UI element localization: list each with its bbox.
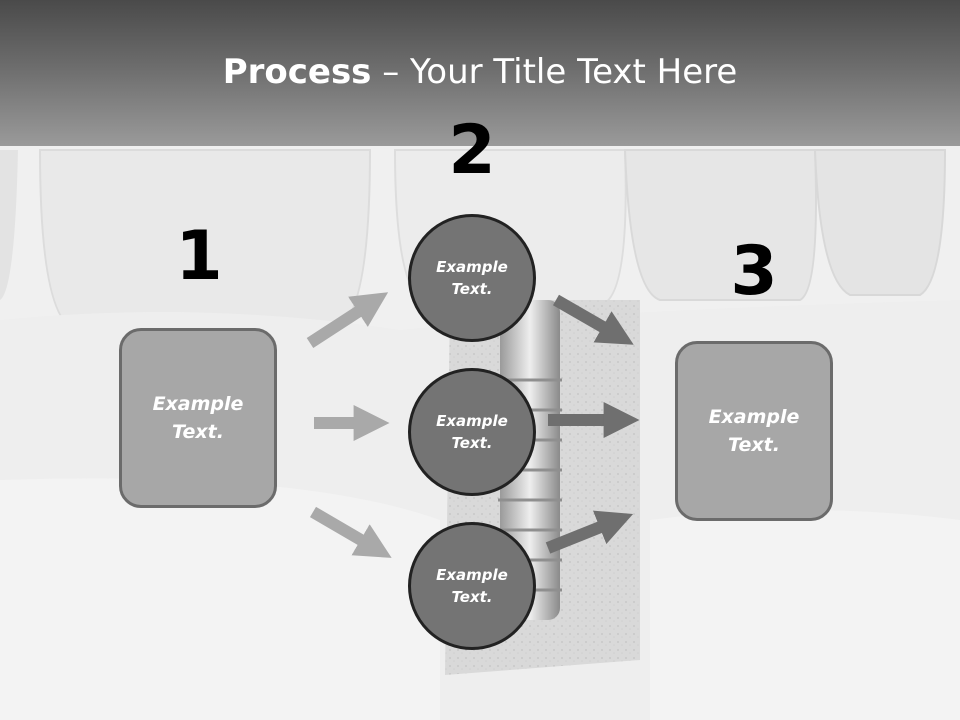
slide-title: Process – Your Title Text Here	[0, 52, 960, 92]
arrow-1-to-top	[306, 292, 389, 349]
title-banner: Process – Your Title Text Here	[0, 0, 960, 146]
step-2-circle-top: Example Text.	[408, 214, 536, 342]
step-2-circle-middle: Example Text.	[408, 368, 536, 496]
title-rest: – Your Title Text Here	[371, 52, 738, 92]
step-2-circle-middle-text: Example Text.	[436, 411, 508, 453]
step-1-text: Example Text.	[152, 392, 244, 444]
step-3-number: 3	[730, 232, 778, 311]
title-bold: Process	[222, 52, 372, 92]
arrow-1-to-bottom	[309, 506, 392, 558]
arrow-top-to-3	[553, 294, 634, 345]
step-3-box: Example Text.	[675, 341, 833, 521]
step-2-number: 2	[448, 111, 496, 190]
step-2-circle-top-text: Example Text.	[436, 257, 508, 299]
step-2-circle-bottom: Example Text.	[408, 522, 536, 650]
step-3-text: Example Text.	[708, 405, 800, 457]
step-2-circle-bottom-text: Example Text.	[436, 565, 508, 607]
step-1-box: Example Text.	[119, 328, 277, 508]
arrow-bottom-to-3	[545, 510, 634, 554]
step-1-number: 1	[175, 217, 223, 296]
